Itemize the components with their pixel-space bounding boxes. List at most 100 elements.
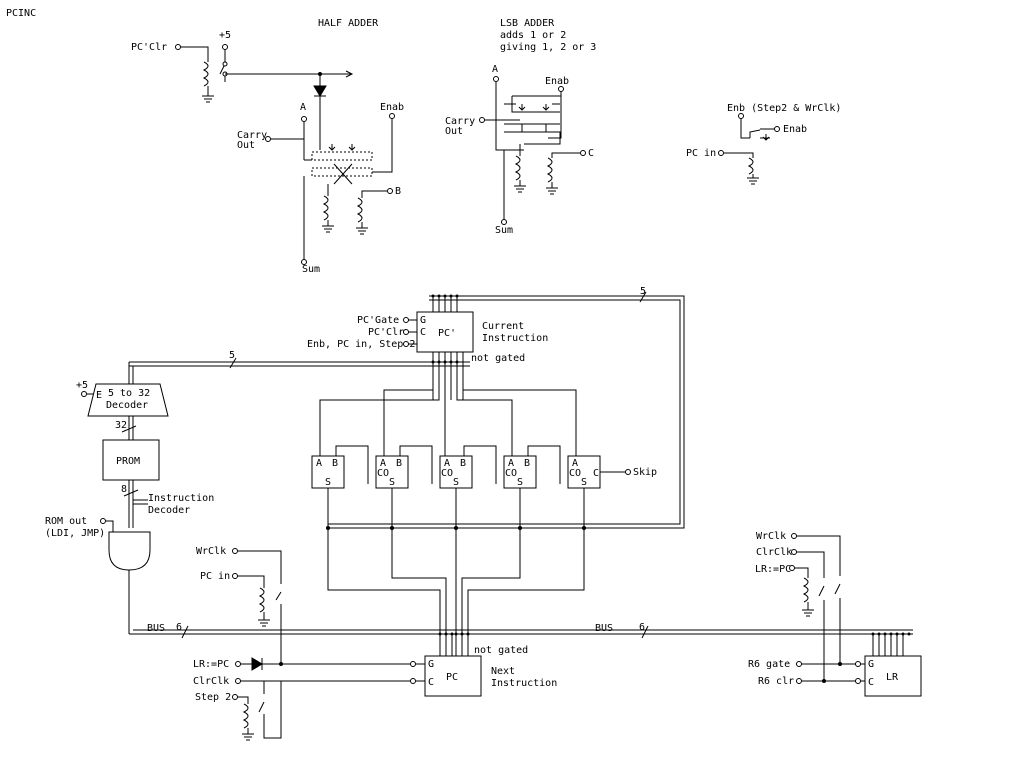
pc-register-c: C bbox=[428, 677, 434, 688]
pcp-register-in-clr: PC'Clr bbox=[368, 327, 404, 338]
adder-4-s: S bbox=[581, 477, 587, 488]
lsb-adder-line2: adds 1 or 2 bbox=[500, 30, 566, 41]
half-adder-heading: HALF ADDER bbox=[318, 18, 379, 29]
adder-1-s: S bbox=[389, 477, 395, 488]
adder-3-co: CO bbox=[505, 468, 517, 479]
decoder-line1: 5 to 32 bbox=[108, 388, 150, 399]
decoder-bus-width: 5 bbox=[229, 350, 235, 361]
adder-2-co: CO bbox=[441, 468, 453, 479]
bus-slash-icon bbox=[181, 625, 189, 639]
lsb-adder-contacts-icon bbox=[521, 104, 547, 132]
decoder-width-out: 32 bbox=[115, 420, 127, 431]
enable-gate-enab: Enab bbox=[783, 124, 807, 135]
left-wrclk: WrClk bbox=[196, 546, 226, 557]
lsb-adder-out: Out bbox=[445, 126, 463, 137]
ground-icon bbox=[322, 225, 334, 233]
half-adder-plus5: +5 bbox=[219, 30, 231, 41]
ground-icon bbox=[202, 95, 214, 103]
rom-out-line2: (LDI, JMP) bbox=[45, 528, 105, 539]
adder-1-b: B bbox=[396, 458, 402, 469]
ground-icon bbox=[546, 187, 558, 195]
pc-register-label: PC bbox=[446, 672, 458, 683]
pc-register-next2: Instruction bbox=[491, 678, 557, 689]
adder-chain: A B S A B CO S A B CO S A B CO S A CO C … bbox=[311, 445, 657, 489]
ground-icon bbox=[356, 227, 368, 235]
pcp-register-in-gate: PC'Gate bbox=[357, 315, 399, 326]
pcp-register-label: PC' bbox=[438, 328, 456, 339]
adder-2 bbox=[439, 455, 473, 489]
ground-icon bbox=[747, 177, 759, 185]
decoder-e: E bbox=[96, 390, 102, 401]
right-wrclk: WrClk bbox=[756, 531, 786, 542]
prom-box bbox=[102, 439, 160, 481]
lsb-adder-sum: Sum bbox=[495, 225, 513, 236]
half-adder-contacts-icon bbox=[331, 144, 353, 150]
pcp-register-c: C bbox=[420, 327, 426, 338]
half-adder-out: Out bbox=[237, 140, 255, 151]
bus-slash-icon bbox=[639, 291, 647, 303]
enable-gate-pcin: PC in bbox=[686, 148, 716, 159]
adder-3-s: S bbox=[517, 477, 523, 488]
lsb-adder-carry: Carry bbox=[445, 116, 475, 127]
ground-icon bbox=[514, 185, 526, 193]
left-step2: Step 2 bbox=[195, 692, 231, 703]
lsb-adder-c: C bbox=[588, 148, 594, 159]
left-controls: WrClk PC in LR:=PC ClrClk Step 2 bbox=[193, 546, 410, 741]
left-clrclk: ClrClk bbox=[193, 676, 229, 687]
half-adder-b: B bbox=[395, 186, 401, 197]
skip-label: Skip bbox=[633, 467, 657, 478]
rom-out-gate: ROM out (LDI, JMP) bbox=[45, 516, 151, 634]
pc-register-not-gated: not gated bbox=[474, 645, 528, 656]
lr-register-c: C bbox=[868, 677, 874, 688]
lsb-adder: LSB ADDER adds 1 or 2 giving 1, 2 or 3 A… bbox=[445, 18, 596, 236]
left-pcin: PC in bbox=[200, 571, 230, 582]
decoder-box bbox=[87, 383, 169, 417]
lsb-adder-line3: giving 1, 2 or 3 bbox=[500, 42, 596, 53]
adder-4-a: A bbox=[572, 458, 578, 469]
half-adder: HALF ADDER PC'Clr +5 A Enab Carry Out bbox=[131, 18, 404, 275]
bus-label-right: BUS bbox=[595, 623, 613, 634]
and-gate-icon bbox=[108, 531, 151, 571]
adder-4 bbox=[567, 455, 601, 489]
adder-1-co: CO bbox=[377, 468, 389, 479]
lr-register-label: LR bbox=[886, 672, 899, 683]
pcp-register-box bbox=[416, 311, 474, 353]
decoder: 5 to 32 Decoder +5 E 32 bbox=[76, 362, 169, 440]
pcp-register-current1: Current bbox=[482, 321, 524, 332]
bus-width-left: 6 bbox=[176, 622, 182, 633]
half-adder-crossover-icon bbox=[333, 163, 353, 185]
prom-label: PROM bbox=[116, 456, 140, 467]
half-adder-a: A bbox=[300, 102, 306, 113]
lr-register-g: G bbox=[868, 659, 874, 670]
pcp-register-in-enb: Enb, PC in, Step 2 bbox=[307, 339, 415, 350]
decoder-plus5: +5 bbox=[76, 380, 88, 391]
pcp-register-g: G bbox=[420, 315, 426, 326]
adder-1-a: A bbox=[380, 458, 386, 469]
pc-register: PC G C not gated Next Instruction bbox=[410, 632, 557, 697]
page-title: PCINC bbox=[6, 8, 36, 19]
half-adder-pcclr-terminal bbox=[175, 44, 181, 50]
half-adder-pcclr-label: PC'Clr bbox=[131, 42, 167, 53]
right-r6gate: R6 gate bbox=[748, 659, 790, 670]
right-controls: WrClk ClrClk LR:=PC R6 gate R6 clr bbox=[748, 531, 856, 687]
left-lrpc: LR:=PC bbox=[193, 659, 229, 670]
diode-icon bbox=[251, 657, 263, 671]
prom-idec1: Instruction bbox=[148, 493, 214, 504]
bus-label-left: BUS bbox=[147, 623, 165, 634]
pcp-register-not-gated: not gated bbox=[471, 353, 525, 364]
prom: PROM 8 Instruction Decoder bbox=[102, 439, 214, 528]
bus-width-right: 6 bbox=[639, 622, 645, 633]
ground-icon bbox=[802, 609, 814, 617]
ground-icon bbox=[242, 733, 254, 741]
adder-0 bbox=[311, 455, 345, 489]
rom-out-line1: ROM out bbox=[45, 516, 87, 527]
diode-icon bbox=[313, 85, 327, 97]
ground-icon bbox=[258, 619, 270, 627]
right-r6clr: R6 clr bbox=[758, 676, 794, 687]
adder-2-b: B bbox=[460, 458, 466, 469]
pc-register-box bbox=[424, 655, 482, 697]
half-adder-relay-coil-icon bbox=[202, 61, 209, 87]
decoder-line2: Decoder bbox=[106, 400, 148, 411]
